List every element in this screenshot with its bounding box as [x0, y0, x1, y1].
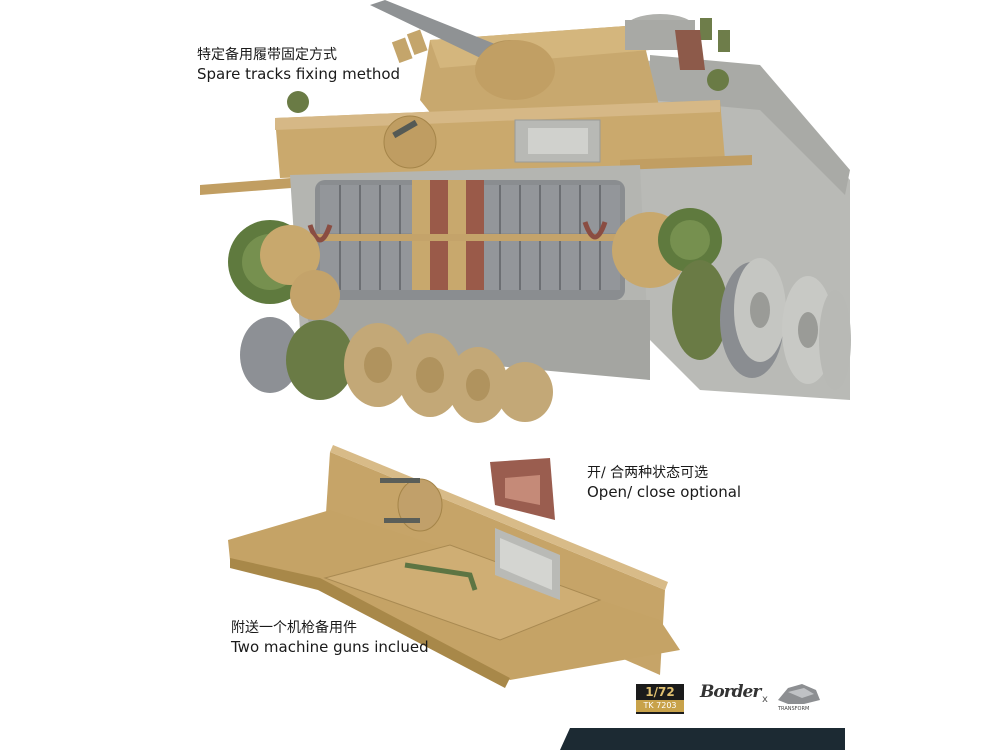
transform-logo-icon — [778, 684, 820, 704]
scale-badge-logo: 1/72 TK 7203 — [636, 684, 684, 714]
caption-spare-tracks-zh: 特定备用履带固定方式 — [197, 47, 337, 63]
caption-machine-guns-en: Two machine guns inclued — [231, 637, 429, 656]
rear-plate-part-render — [228, 445, 680, 688]
caption-machine-guns-zh: 附送一个机枪备用件 — [231, 620, 357, 636]
caption-machine-guns: 附送一个机枪备用件 Two machine guns inclued — [231, 620, 429, 656]
transform-brand-logo: TRANSFORM — [774, 680, 824, 716]
kit-code-label: TK 7203 — [636, 700, 684, 712]
caption-spare-tracks: 特定备用履带固定方式 Spare tracks fixing method — [197, 47, 400, 83]
caption-open-close-en: Open/ close optional — [587, 482, 742, 501]
caption-open-close-zh: 开/ 合两种状态可选 — [587, 465, 709, 481]
logo-separator: x — [762, 694, 768, 705]
caption-spare-tracks-en: Spare tracks fixing method — [197, 64, 401, 83]
scale-label: 1/72 — [645, 685, 675, 699]
border-brand-logo: Border — [700, 682, 761, 702]
bottom-decorative-bar — [560, 728, 845, 750]
tank-rear-render — [200, 0, 851, 423]
transform-logo-label: TRANSFORM — [778, 706, 810, 712]
caption-open-close: 开/ 合两种状态可选 Open/ close optional — [587, 465, 741, 501]
